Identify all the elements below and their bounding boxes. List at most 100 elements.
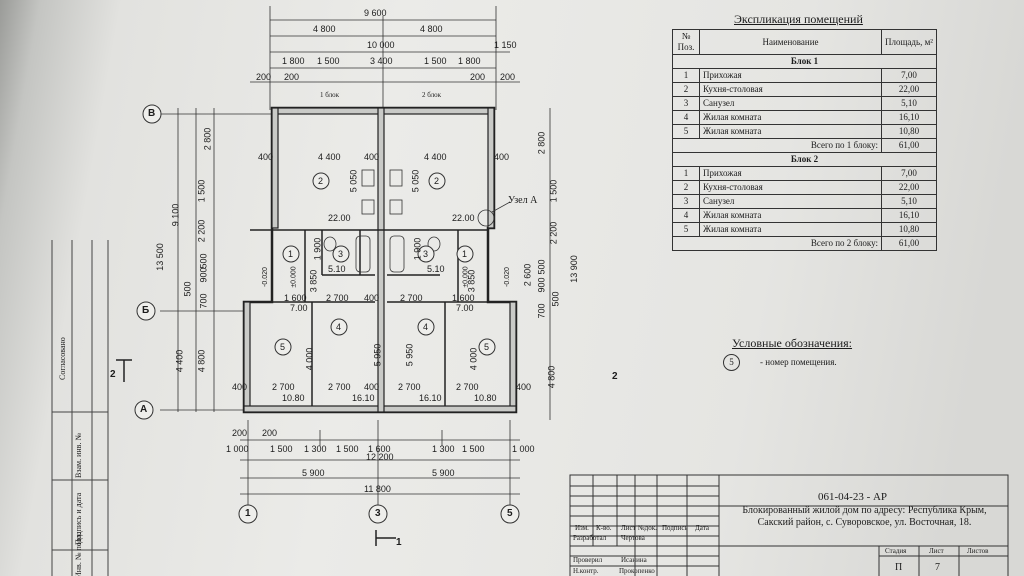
section-mark-bottom: 1 [396,537,402,548]
dim-1000-b: 1 000 [512,444,535,454]
dim-left-2800: 2 800 [202,127,213,151]
room-num-4a: 4 [336,322,342,332]
row-area: 10,80 [881,124,937,139]
dim-11800: 11 800 [364,484,391,494]
row-name: Жилая комната [699,222,882,237]
dim-left-500-a: 500 [198,253,209,269]
dim-400-b: 400 [364,152,380,162]
stamp-role-checker: Проверил [573,556,603,564]
row-num: 4 [672,208,700,223]
dim-200-c: 200 [470,72,486,82]
dim-right-2800: 2 800 [536,131,547,155]
row-num: 3 [672,194,700,209]
dim-left-9100: 9 100 [170,203,181,227]
row-num: 1 [672,166,700,181]
axis-A: А [140,404,148,415]
dim-left-500-b: 500 [182,281,193,297]
dim-5900-a: 5 900 [302,468,325,478]
floor-plan [116,6,551,546]
dim-4800-right: 4 800 [420,24,443,34]
dim-left-1500: 1 500 [196,179,207,203]
explication-header-name: Наименование [699,29,882,55]
stamp-role-developer: Разработал [573,534,607,542]
row-area: 16,10 [881,110,937,125]
row-name: Кухня-столовая [699,180,882,195]
block-2-header: Блок 2 [672,152,937,167]
dim-4400-b: 4 400 [424,152,447,162]
room-num-5b: 5 [484,342,490,352]
side-stamp: Согласовано Взам. инв. № Подпись и дата … [50,240,110,576]
dim-1500-d: 1 500 [336,444,359,454]
area-room4-1: 16.10 [352,393,375,403]
dim-400-f: 400 [364,382,380,392]
row-num: 5 [672,222,700,237]
explication-header-num: № Поз. [672,29,700,55]
dim-5900-b: 5 900 [432,468,455,478]
dim-1900-b: 1 900 [412,237,423,261]
block-1-total-row: Всего по 1 блоку:61,00 [672,138,937,153]
room-num-5a: 5 [280,342,286,352]
dim-1800-b: 1 800 [458,56,481,66]
stamp-h-sheets: Листов [967,547,989,555]
row-name: Санузел [699,194,882,209]
stamp-h-izm: Изм. [575,524,589,532]
room-num-1b: 1 [462,249,468,259]
room-num-2a: 2 [318,176,324,186]
row-num: 2 [672,180,700,195]
block-2-total-label: Всего по 2 блоку: [672,236,882,251]
block-2-name: Блок 2 [672,152,937,167]
row-name: Жилая комната [699,124,882,139]
dim-4000-b: 4 000 [468,347,479,371]
stamp-h-date: Дата [695,524,709,532]
dim-1500-a: 1 500 [317,56,340,66]
node-a-label: Узел А [508,195,538,206]
side-stamp-frame [51,240,109,576]
area-room5-1: 10.80 [282,393,305,403]
dim-right-500-a: 500 [536,259,547,275]
stamp-name-developer: Чертова [621,534,645,542]
row-name: Прихожая [699,68,882,83]
section-mark-right: 2 [612,371,618,382]
axis-5: 5 [507,508,513,519]
stamp-sheet: 7 [935,562,940,573]
room-num-1a: 1 [288,249,294,259]
dim-400-e: 400 [364,293,380,303]
area-kitchen-2: 22.00 [452,213,475,223]
level-3: ±0.000 [462,266,470,288]
dim-1500-e: 1 500 [462,444,485,454]
dim-400-d: 400 [232,382,248,392]
area-room4-2: 16.10 [419,393,442,403]
area-hall-1: 7.00 [290,303,308,313]
legend-text: - номер помещения. [760,357,837,367]
dim-right-700: 700 [536,303,547,319]
dim-200-f: 200 [262,428,278,438]
dim-3400: 3 400 [370,56,393,66]
dim-5950-b: 5 950 [404,343,415,367]
level-2: ±0.000 [290,266,298,288]
dim-right-13900: 13 900 [568,255,579,283]
row-name: Санузел [699,96,882,111]
title-block-frame [569,474,1009,576]
stamp-h-stage: Стадия [885,547,907,555]
dim-left-900: 900 [198,267,209,283]
row-area: 7,00 [881,166,937,181]
dim-1000-a: 1 000 [226,444,249,454]
dim-400-a: 400 [258,152,274,162]
dim-200-b: 200 [284,72,300,82]
dim-right-900: 900 [536,277,547,293]
dim-1150: 1 150 [494,40,517,50]
axis-3: 3 [375,508,381,519]
dim-4000-a: 4 000 [304,347,315,371]
area-bath-1: 5.10 [328,264,346,274]
stamp-code: 061-04-23 - АР [818,491,888,503]
room-num-3a: 3 [338,249,344,259]
legend-title: Условные обозначения: [732,336,853,350]
block-1-total: 61,00 [881,138,937,153]
